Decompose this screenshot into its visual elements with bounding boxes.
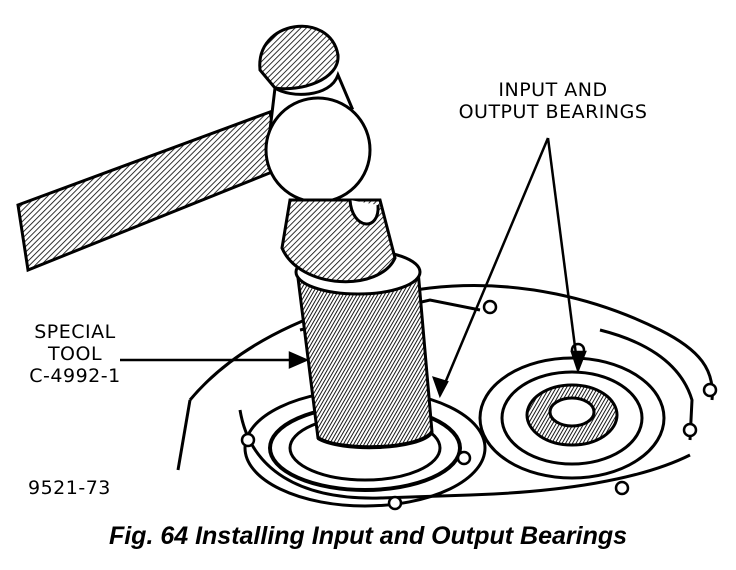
special-tool-label-line2: TOOL [47, 342, 103, 365]
figure-caption: Fig. 64 Installing Input and Output Bear… [108, 522, 628, 550]
bearings-label-line2: OUTPUT BEARINGS [458, 100, 648, 123]
bearings-label-line1: INPUT AND [498, 79, 608, 101]
special-tool-label-line3: C-4992-1 [29, 364, 121, 387]
leader-lines [120, 137, 587, 399]
figure-number: 9521-73 [28, 477, 111, 499]
output-bearing [478, 356, 666, 480]
hammer-head [258, 24, 397, 284]
special-tool-label-line1: SPECIAL [34, 321, 116, 343]
transmission-case [176, 284, 714, 500]
hammer-handle [16, 109, 284, 273]
bearings-label: INPUT AND OUTPUT BEARINGS [448, 79, 658, 124]
special-tool-label: SPECIAL TOOL C-4992-1 [20, 321, 130, 388]
